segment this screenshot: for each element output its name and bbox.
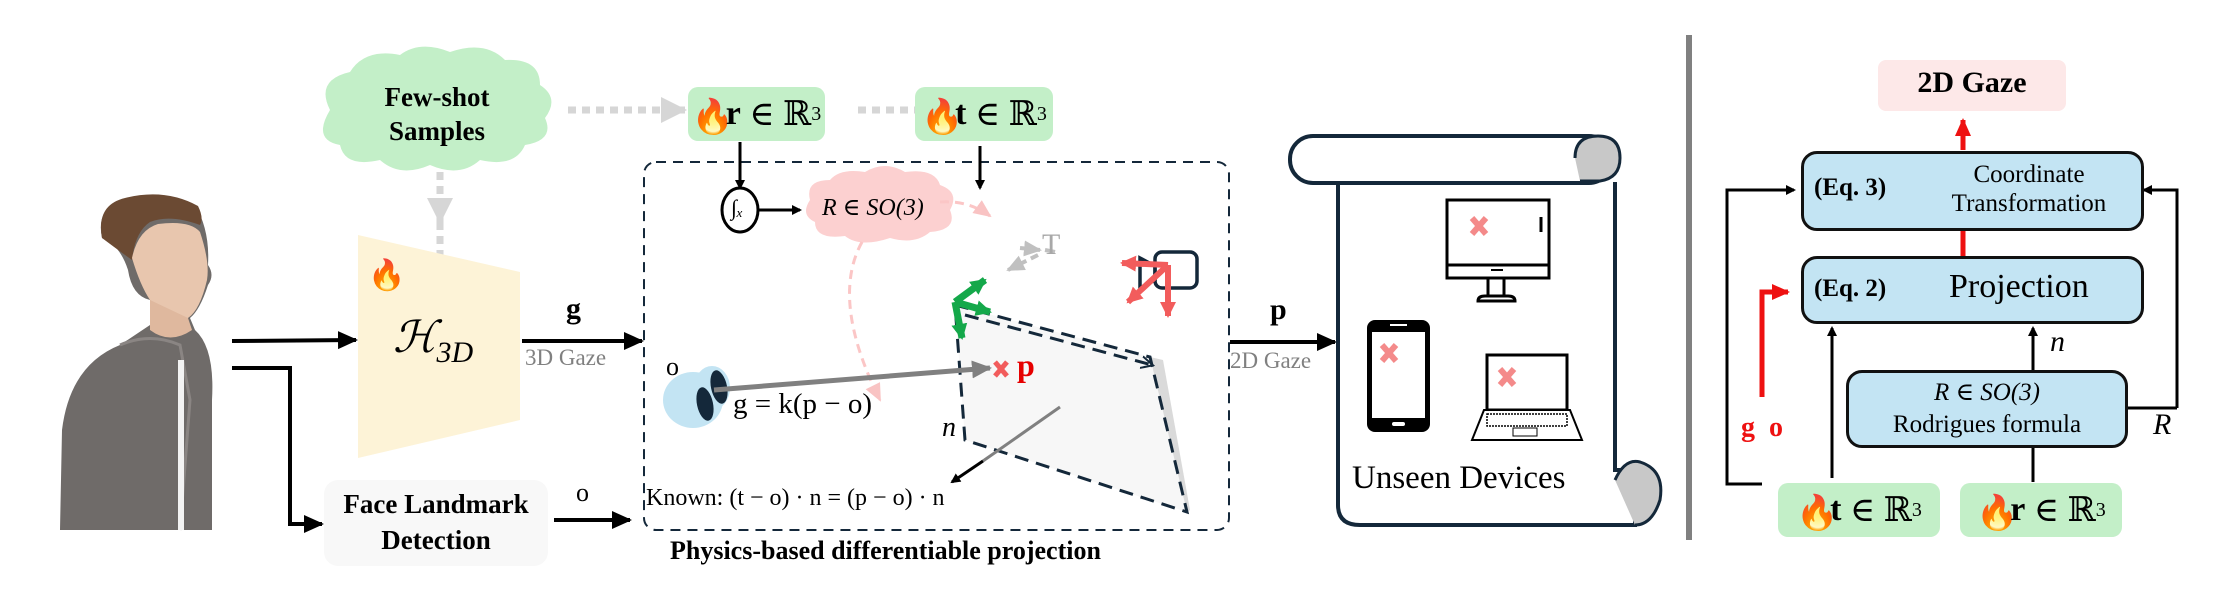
inputs-g-o-label: g o — [1741, 412, 1783, 444]
eye-origin-icon — [663, 366, 730, 428]
output-2d-gaze-box — [1878, 60, 2066, 111]
few-shot-line2: Samples — [388, 116, 486, 146]
network-symbol: ℋ — [393, 313, 437, 362]
known-equation: Known: (t − o) · n = (p − o) · n — [646, 485, 945, 511]
network-h3d-trapezoid — [358, 235, 520, 458]
R-label-right: R — [2153, 408, 2172, 441]
input-g-label: g — [1741, 412, 1755, 443]
fire-icon: 🔥 — [691, 99, 735, 136]
monitor-icon — [1445, 198, 1551, 303]
face-landmark-line2: Detection — [381, 525, 491, 555]
few-shot-cloud — [322, 46, 552, 171]
few-shot-line1: Few-shot — [384, 82, 490, 112]
normal-line — [982, 405, 1061, 463]
screen-plane — [955, 305, 1187, 512]
rotation-label: R ∈ SO(3) — [822, 195, 924, 221]
arrow-R-to-coord — [2142, 185, 2179, 408]
screen-plane-outline — [953, 303, 1190, 515]
projection-label: Projection — [1949, 268, 2089, 305]
eq3-label: (Eq. 3) — [1814, 174, 1887, 201]
dashed-arrow-T-to-screen — [1006, 253, 1039, 272]
arrow-t-to-coord — [1725, 185, 1796, 486]
gaze-equation: g = k(p − o) — [733, 388, 873, 420]
projection-box: (Eq. 2) Projection — [1801, 256, 2144, 324]
param-t-sup: 3 — [1036, 102, 1047, 125]
projection-dashed-box — [643, 161, 1230, 531]
param-t-set-right: ∈ ℝ — [1849, 492, 1912, 529]
screen-plane-inner-edge — [964, 313, 1152, 365]
param-r-symbol-right: r — [2010, 491, 2026, 528]
fire-icon: 🔥 — [921, 99, 964, 136]
face-landmark-label: Face Landmark Detection — [324, 486, 548, 558]
screen-plane-edge — [1150, 357, 1190, 512]
param-r-set: ∈ ℝ — [749, 96, 812, 133]
translation-T-label: T — [1042, 228, 1061, 261]
fire-icon: 🔥 — [1796, 495, 1839, 532]
param-r-symbol: r — [725, 95, 741, 132]
rodrigues-box: R ∈ SO(3) Rodrigues formula — [1846, 370, 2128, 448]
fire-icon: 🔥 — [368, 259, 406, 292]
param-t-sup-right: 3 — [1911, 498, 1922, 521]
coord-line2: Transformation — [1951, 190, 2107, 217]
3d-gaze-caption: 3D Gaze — [525, 345, 607, 370]
normal-n-label: n⃗ — [942, 412, 978, 443]
normal-vector-arrow — [950, 459, 984, 484]
few-shot-label: Few-shot Samples — [362, 80, 512, 148]
g-symbol-label: g — [566, 292, 581, 325]
coordinate-transformation-box: (Eq. 3) Coordinate Transformation — [1801, 151, 2144, 231]
panel-divider — [1686, 35, 1692, 540]
input-o-label: o — [1769, 412, 1783, 443]
arrow-person-to-landmark — [232, 366, 324, 533]
p-symbol-label: p — [1270, 293, 1287, 326]
arrow-person-to-network — [231, 331, 358, 350]
exp-map-label: ∫ₓ — [731, 195, 744, 220]
o-symbol-label: o — [576, 478, 589, 507]
fire-icon: 🔥 — [1976, 495, 2019, 532]
laptop-icon — [1470, 353, 1584, 441]
origin-label: o — [666, 352, 679, 381]
unseen-devices-caption: Unseen Devices — [1352, 460, 1566, 496]
param-r-sup: 3 — [811, 102, 822, 125]
person-profile-image — [60, 194, 213, 531]
rodrigues-line2: Rodrigues formula — [1892, 411, 2082, 438]
param-t-symbol-right: t — [1830, 491, 1842, 528]
dashed-arrow-T-to-camera — [1019, 240, 1042, 257]
output-2d-gaze-label: 2D Gaze — [1917, 66, 2027, 99]
param-t-symbol: t — [955, 95, 967, 132]
face-landmark-box — [324, 480, 548, 566]
gaze-ray-arrow — [713, 360, 992, 393]
smartphone-icon — [1367, 320, 1430, 432]
dashed-arrow-R-to-T — [939, 200, 992, 218]
face-landmark-line1: Face Landmark — [343, 489, 529, 519]
camera-icon — [1120, 250, 1199, 318]
eq2-label: (Eq. 2) — [1814, 275, 1887, 302]
network-h3d-label: ℋ3D — [393, 312, 473, 370]
coordinate-transformation-label: Coordinate Transformation — [1924, 160, 2134, 218]
param-r-sup-right: 3 — [2095, 498, 2106, 521]
rodrigues-label: R ∈ SO(3) Rodrigues formula — [1849, 377, 2125, 441]
arrow-tail — [1044, 248, 1056, 254]
param-r-set-right: ∈ ℝ — [2033, 492, 2096, 529]
2d-gaze-caption: 2D Gaze — [1230, 348, 1312, 373]
coord-line1: Coordinate — [1973, 161, 2085, 188]
red-arrow-go-to-proj — [1759, 284, 1790, 397]
normal-n-label-right: n⃗ — [2050, 325, 2089, 358]
network-subscript: 3D — [436, 335, 474, 369]
screen-axes-icon — [951, 277, 992, 340]
rotation-cloud — [806, 166, 954, 243]
rodrigues-line1: R ∈ SO(3) — [1934, 379, 2040, 406]
projection-title: Physics-based differentiable projection — [670, 536, 1101, 565]
point-p-label: p — [1017, 347, 1035, 383]
param-t-set: ∈ ℝ — [974, 96, 1037, 133]
gaze-point-marker — [993, 360, 1009, 378]
